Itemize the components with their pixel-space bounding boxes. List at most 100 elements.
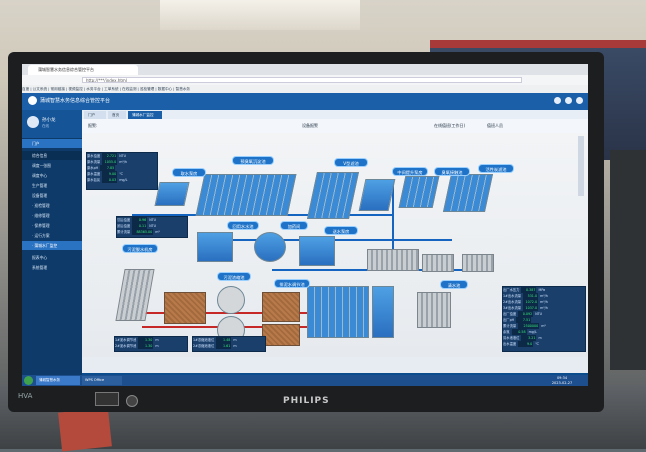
- tab-home[interactable]: 首页: [108, 111, 126, 119]
- power-icon[interactable]: [576, 97, 583, 104]
- duty-staff[interactable]: 值班人员: [487, 123, 503, 128]
- clock-time: 09:34: [556, 376, 568, 380]
- sludge-regulation-tank[interactable]: [262, 292, 300, 322]
- label-clear: 清水池: [440, 280, 468, 289]
- pump-unit[interactable]: [462, 254, 494, 272]
- address-bar[interactable]: http://***/index.html: [82, 77, 522, 83]
- sidebar-item-portal[interactable]: 门户: [22, 139, 82, 148]
- user-icon[interactable]: [565, 97, 572, 104]
- sidebar-item-equipment[interactable]: 设备管理: [32, 193, 48, 198]
- label-v-filter: V型滤池: [334, 158, 368, 167]
- scada-tool-strip[interactable]: [578, 136, 584, 196]
- screen: 蒲城智慧水务信息综合管控平台 http://***/index.html 百度 …: [22, 64, 588, 386]
- intake-pump-house[interactable]: [154, 182, 190, 206]
- label-ozone: 臭氧接触池: [434, 167, 470, 176]
- sidebar-item-reports[interactable]: 报表中心: [32, 255, 48, 260]
- sludge-pipe: [142, 312, 332, 314]
- desk-object: [58, 407, 112, 452]
- distribution-tank[interactable]: [299, 236, 335, 266]
- chemical-equipment[interactable]: [367, 249, 419, 271]
- taskbar-app-wps[interactable]: WPS Office: [82, 376, 122, 385]
- clear-water-tank[interactable]: [307, 286, 369, 338]
- equipment-rack: [610, 150, 646, 370]
- clock-date: 2023-02-27: [551, 380, 573, 385]
- sidebar-item-dispatch-map[interactable]: 调度一张图: [32, 163, 51, 168]
- bezel-badge: [95, 392, 119, 406]
- sidebar-item-production[interactable]: 生产管理: [32, 183, 48, 188]
- tab-plant-monitor[interactable]: 蒲城水厂监控: [128, 111, 162, 119]
- monitor-brand: PHILIPS: [283, 396, 330, 406]
- sludge-bed[interactable]: [164, 292, 206, 324]
- alarm-status[interactable]: 设备报警: [302, 123, 318, 128]
- power-button[interactable]: [126, 395, 138, 407]
- dosing-room[interactable]: [254, 232, 286, 262]
- clear-water-tank-2[interactable]: [372, 286, 394, 338]
- sedimentation-tank[interactable]: [195, 174, 297, 216]
- bookmarks-bar[interactable]: 百度 | 公文系统 | 常用链接 | 视频监控 | 水务平台 | 工单系统 | …: [22, 85, 588, 93]
- avatar[interactable]: [27, 116, 39, 128]
- label-dosing: 加药间: [280, 221, 308, 230]
- sidebar-item-repair[interactable]: · 维修管理: [32, 213, 50, 218]
- sidebar-item-inspection[interactable]: · 巡检管理: [32, 203, 50, 208]
- label-intake: 取水泵房: [172, 168, 206, 177]
- sidebar-item-dispatch-center[interactable]: 调度中心: [32, 173, 48, 178]
- ozone-tank[interactable]: [398, 176, 440, 208]
- label-sludge-thick: 污泥浓缩池: [217, 272, 251, 281]
- alarm-label: 报警:: [88, 123, 98, 128]
- browser-tab[interactable]: 蒲城智慧水务信息综合管控平台: [28, 65, 138, 75]
- label-sludge-dewater: 污泥脱水机房: [122, 244, 158, 253]
- browser-tab-strip: [22, 64, 588, 75]
- app-logo-icon: [28, 96, 37, 105]
- pump-unit[interactable]: [422, 254, 454, 272]
- sidebar-item-maintenance[interactable]: · 保养管理: [32, 223, 50, 228]
- sidebar-item-plan[interactable]: · 运行方案: [32, 233, 50, 238]
- sidebar-section-info[interactable]: 综合信息: [22, 151, 82, 160]
- sidebar-item-plant-monitor[interactable]: · 蒲城水厂监控: [22, 241, 82, 250]
- wall-display-banner: [430, 40, 646, 48]
- tab-portal[interactable]: 门户: [84, 111, 106, 119]
- pipe: [222, 239, 452, 241]
- label-sludge-pump: 排泥水调节池: [274, 279, 310, 288]
- status-toolbar: [82, 119, 588, 133]
- page-tab-bar: [82, 110, 588, 119]
- start-button[interactable]: [24, 376, 33, 385]
- label-distribution: 送水泵房: [324, 226, 358, 235]
- reuse-water-tank[interactable]: [197, 232, 233, 262]
- duty-status[interactable]: 在线值班(工作日): [434, 123, 466, 128]
- sludge-regulation-tank-2[interactable]: [262, 324, 300, 346]
- activated-carbon-filter[interactable]: [442, 174, 494, 212]
- sidebar-item-system[interactable]: 系统管理: [32, 265, 48, 270]
- user-status: 在线: [42, 124, 49, 128]
- distribution-pumps[interactable]: [417, 292, 451, 328]
- user-name: 孙小龙: [42, 118, 56, 123]
- label-sedimentation: 预臭氧沉淀池: [232, 156, 274, 165]
- label-activated: 活性炭滤池: [478, 164, 514, 173]
- taskbar-clock[interactable]: 09:34 2023-02-27: [538, 376, 586, 385]
- settings-icon[interactable]: [554, 97, 561, 104]
- taskbar-app-browser[interactable]: 蒲城智慧水务: [36, 376, 80, 385]
- thickener-1[interactable]: [217, 286, 245, 314]
